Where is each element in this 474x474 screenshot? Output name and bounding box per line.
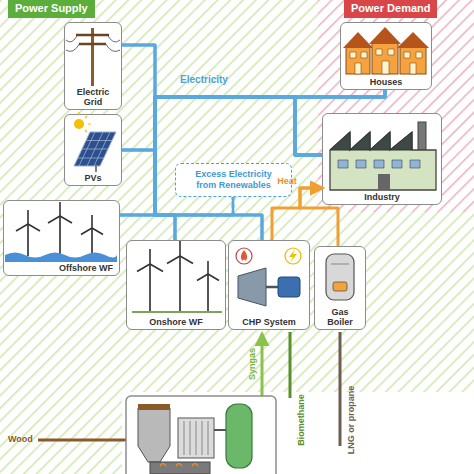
node-label: Offshore WF xyxy=(5,263,113,273)
region-heading: Power Supply xyxy=(8,0,95,18)
flames xyxy=(160,464,198,467)
demand-box: Industry xyxy=(322,113,442,205)
source-box: Electric Grid xyxy=(64,22,122,110)
demand-region: Power DemandHousesIndustry xyxy=(318,0,474,212)
heat-exchanger xyxy=(178,418,214,458)
source-box: PVs xyxy=(64,114,122,186)
node-label: Electric Grid xyxy=(73,87,113,107)
exchanger-tubes xyxy=(184,421,208,455)
node-label: Onshore WF xyxy=(128,317,224,327)
lng-line xyxy=(339,332,342,446)
flow-label: LNG or propane xyxy=(346,386,356,455)
source-box: Onshore WF xyxy=(126,240,226,330)
edge-label: Heat xyxy=(277,176,297,186)
pipe xyxy=(214,429,226,431)
source-box: CHP System xyxy=(228,240,310,330)
node-label: Gas Boiler xyxy=(320,307,360,327)
hatched-area xyxy=(318,0,474,212)
plant-frame xyxy=(126,396,276,474)
region-heading: Power Demand xyxy=(344,0,437,18)
excess-box: Excess Electricity from Renewables xyxy=(175,163,292,197)
node-label: CHP System xyxy=(230,317,308,327)
wood-chips xyxy=(138,404,170,410)
biomethane-line xyxy=(289,332,292,398)
excess-label: Excess Electricity from Renewables xyxy=(188,169,279,191)
syngas-line xyxy=(261,334,264,397)
node-label: PVs xyxy=(66,173,120,183)
flow-label: Wood xyxy=(8,434,33,444)
wood-line xyxy=(38,439,126,442)
flow-label: Syngas xyxy=(247,348,257,380)
gas-tank xyxy=(226,404,252,468)
flow-label: Biomethane xyxy=(296,394,306,446)
edge-label: Electricity xyxy=(180,75,228,85)
hopper xyxy=(138,408,170,462)
node-label: Houses xyxy=(342,77,430,87)
gasifier-plant xyxy=(126,396,276,474)
source-box: Gas Boiler xyxy=(314,246,366,330)
node-label: Industry xyxy=(324,192,440,202)
source-box: Offshore WF xyxy=(3,200,120,276)
furnace xyxy=(150,462,210,474)
demand-box: Houses xyxy=(340,22,432,90)
